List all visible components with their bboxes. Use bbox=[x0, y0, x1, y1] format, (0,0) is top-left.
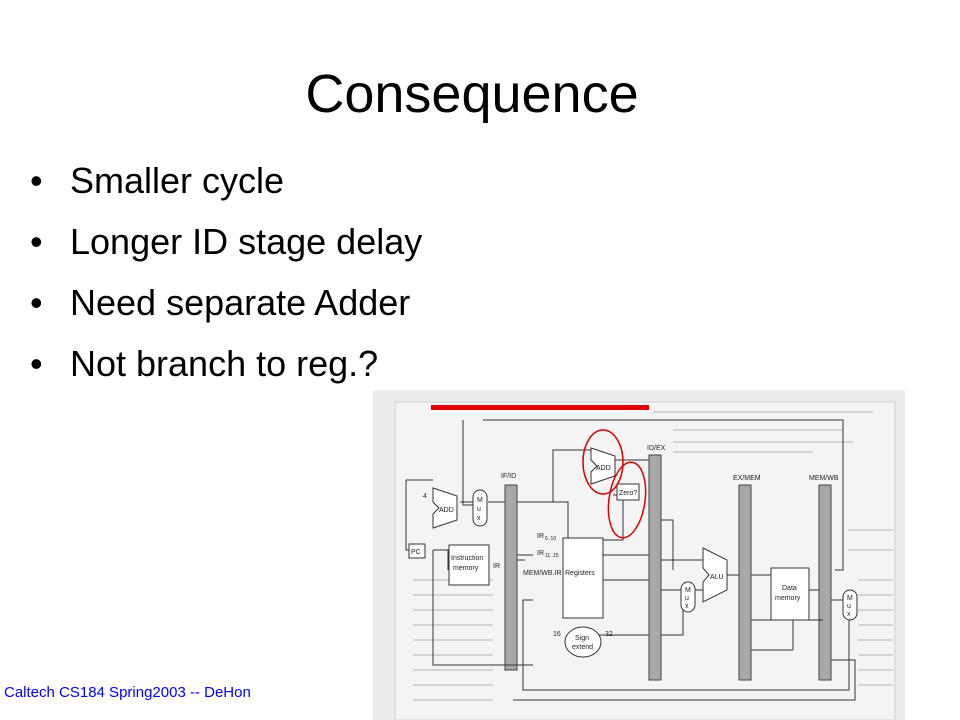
instruction-memory-label-2: memory bbox=[453, 565, 479, 572]
bullet-item: • Longer ID stage delay bbox=[30, 211, 422, 272]
pipeline-register-if-id bbox=[504, 484, 518, 671]
wb-mux bbox=[842, 589, 858, 621]
bullet-text: Not branch to reg.? bbox=[70, 343, 379, 384]
zero-test bbox=[616, 483, 640, 501]
ir-label: IR bbox=[493, 563, 500, 570]
id-adder-label: ADD bbox=[596, 465, 611, 472]
label-mem-wb: MEM/WB bbox=[809, 475, 839, 482]
pipeline-register-mem-wb bbox=[818, 484, 832, 681]
ir-6-10-label: IR bbox=[537, 533, 544, 540]
bullet-text: Smaller cycle bbox=[70, 160, 285, 201]
register-file bbox=[562, 537, 604, 619]
data-memory bbox=[770, 567, 810, 621]
bullet-item: • Not branch to reg.? bbox=[30, 333, 422, 394]
sign-extend bbox=[564, 626, 602, 658]
if-mux-m: M bbox=[477, 497, 483, 504]
id-adder bbox=[590, 447, 616, 485]
pipeline-diagram: IF/ID ID/EX EX/MEM MEM/WB bbox=[373, 390, 905, 720]
pipeline-register-ex-mem bbox=[738, 484, 752, 681]
if-mux-u: u bbox=[477, 506, 481, 513]
sign-label: Sign bbox=[575, 635, 589, 642]
alu-label: ALU bbox=[710, 574, 724, 581]
data-label: Data bbox=[782, 585, 797, 592]
thirtytwo-label: 32 bbox=[605, 631, 613, 638]
bullet-symbol: • bbox=[30, 343, 43, 384]
ir-6-10-sub: 6..10 bbox=[545, 536, 556, 542]
bullet-item: • Need separate Adder bbox=[30, 272, 422, 333]
pc-label: PC bbox=[411, 549, 421, 556]
memory-label: memory bbox=[775, 595, 801, 602]
bullet-text: Need separate Adder bbox=[70, 282, 411, 323]
zero-label: Zero? bbox=[619, 490, 637, 497]
ex-mux-m: M bbox=[685, 587, 691, 594]
annotation-circle-zero bbox=[607, 461, 647, 539]
alu bbox=[702, 547, 728, 603]
label-if-id: IF/ID bbox=[501, 473, 516, 480]
label-ex-mem: EX/MEM bbox=[733, 475, 761, 482]
wb-mux-u: u bbox=[847, 603, 851, 610]
instruction-memory-label: Instruction bbox=[451, 555, 483, 562]
annotation-circle-adder bbox=[582, 429, 624, 495]
sixteen-label: 16 bbox=[553, 631, 561, 638]
extend-label: extend bbox=[572, 644, 593, 651]
slide-title: Consequence bbox=[305, 64, 639, 124]
instruction-memory bbox=[448, 544, 490, 586]
bullet-item: • Smaller cycle bbox=[30, 150, 422, 211]
if-mux-x: x bbox=[477, 515, 481, 522]
if-adder bbox=[432, 487, 458, 529]
if-adder-label: ADD bbox=[439, 507, 454, 514]
label-id-ex: ID/EX bbox=[647, 445, 666, 452]
if-mux bbox=[472, 489, 488, 527]
pc-register bbox=[408, 543, 426, 559]
ex-mux-u: u bbox=[685, 595, 689, 602]
ir-11-15-sub: 11..15 bbox=[545, 553, 559, 559]
bullet-text: Longer ID stage delay bbox=[70, 221, 423, 262]
four-label: 4 bbox=[423, 493, 427, 500]
pipeline-diagram-svg: IF/ID ID/EX EX/MEM MEM/WB bbox=[373, 390, 905, 720]
bullet-symbol: • bbox=[30, 282, 43, 323]
slide-footer: Caltech CS184 Spring2003 -- DeHon bbox=[4, 684, 251, 701]
mem-wb-ir-label: MEM/WB.IR bbox=[523, 570, 562, 577]
pipeline-register-id-ex bbox=[648, 454, 662, 681]
registers-label: Registers bbox=[565, 570, 595, 577]
bullet-symbol: • bbox=[30, 160, 43, 201]
bullet-list: • Smaller cycle • Longer ID stage delay • N… bbox=[30, 150, 422, 394]
ex-mux-x: x bbox=[685, 603, 689, 610]
bullet-symbol: • bbox=[30, 221, 43, 262]
annotation-bar bbox=[431, 405, 649, 410]
wb-mux-m: M bbox=[847, 595, 853, 602]
ex-mux bbox=[680, 581, 696, 613]
wb-mux-x: x bbox=[847, 611, 851, 618]
ir-11-15-label: IR bbox=[537, 550, 544, 557]
